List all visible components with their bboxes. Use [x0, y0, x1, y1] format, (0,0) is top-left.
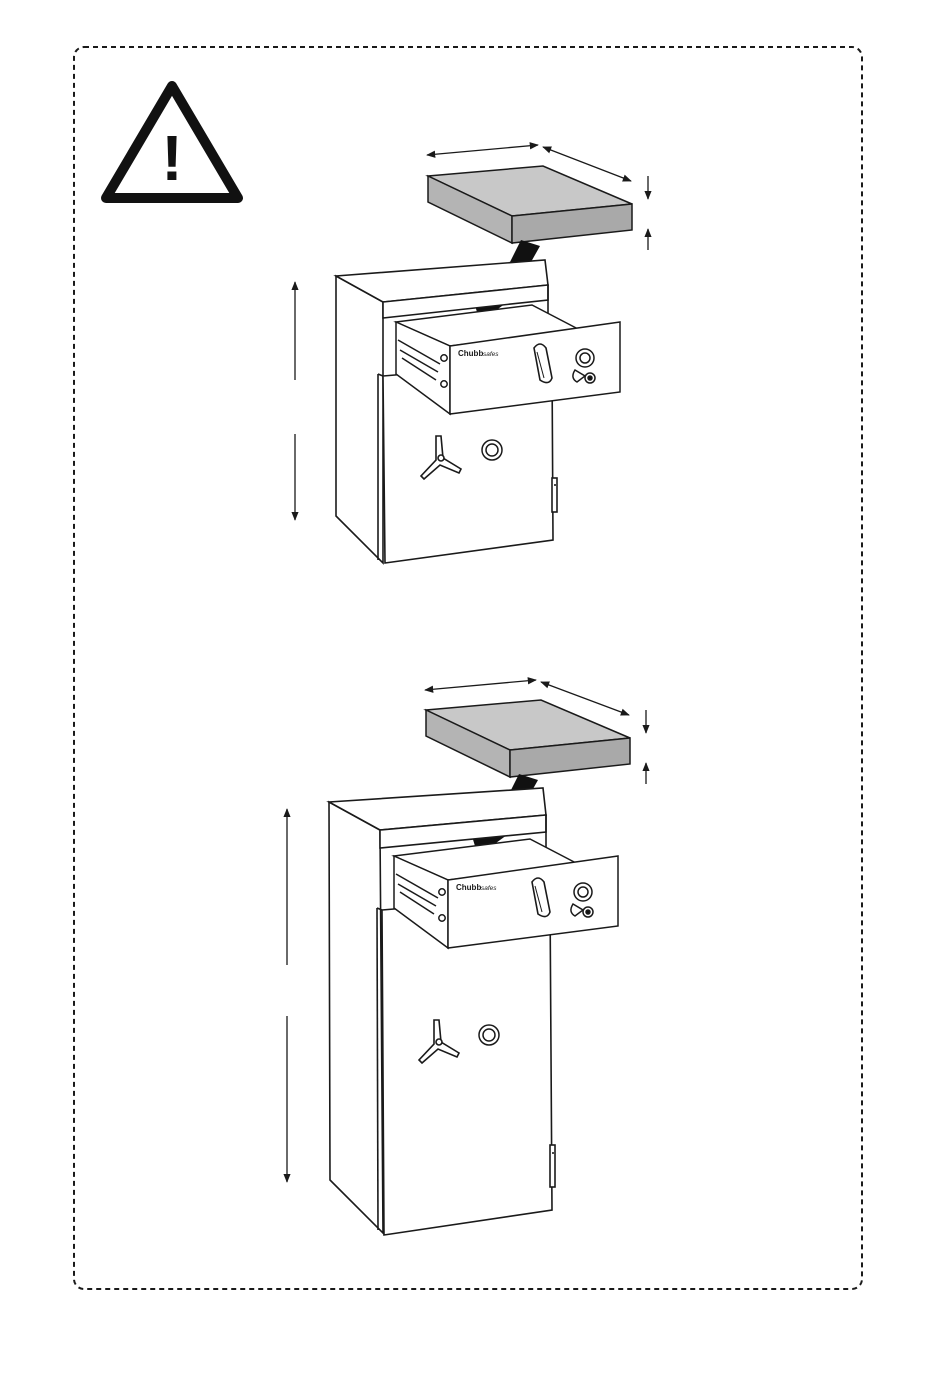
combination-dial-icon	[482, 440, 502, 460]
drawer	[396, 305, 620, 414]
load-box	[428, 166, 632, 243]
brand-sublabel: safes	[483, 351, 499, 358]
short-safe-illustration: Chubb safes	[295, 145, 648, 563]
brand-label: Chubb	[458, 349, 483, 358]
width-dimension-arrow	[425, 680, 536, 690]
warning-exclamation: !	[161, 122, 182, 194]
tall-safe-illustration: Chubb safes	[287, 680, 646, 1235]
brand-label: Chubb	[456, 883, 481, 892]
load-box	[426, 700, 630, 777]
drawer	[394, 839, 618, 948]
combination-dial-icon	[479, 1025, 499, 1045]
width-dimension-arrow	[427, 145, 538, 155]
brand-sublabel: safes	[481, 885, 497, 892]
warning-triangle-icon: !	[106, 86, 238, 198]
